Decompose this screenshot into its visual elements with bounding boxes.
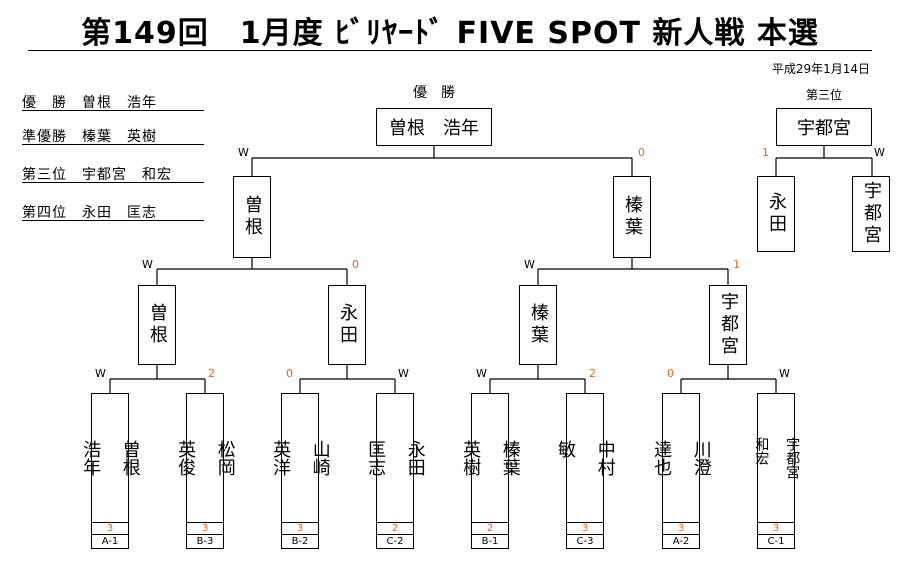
quarter-2-connector (299, 365, 396, 393)
quarter-4-right-score: W (779, 367, 790, 380)
quarter-1-right-score: 2 (208, 367, 215, 380)
third-place-name: 宇都宮 (797, 118, 851, 139)
quarter-3-name: 榛葉 (528, 303, 549, 347)
player-card: 榛葉 英樹 2 B-1 (460, 393, 521, 549)
player-rank: 2 (472, 522, 508, 535)
third-right-score: W (874, 146, 885, 159)
quarter-4-connector (680, 365, 777, 393)
semi-left-right-score: 0 (352, 258, 359, 271)
result-third-place: 第三位 宇都宮 和宏 (22, 164, 204, 183)
result-runner-up: 準優勝 榛葉 英樹 (22, 126, 204, 145)
final-right-score: 0 (638, 146, 645, 159)
champion-name: 曽根 浩年 (389, 118, 479, 139)
player-card: 中村 敏 3 C-3 (555, 393, 616, 549)
player-card: 松岡 英俊 3 B-3 (175, 393, 236, 549)
player-rank: 3 (282, 522, 318, 535)
quarter-2-right-score: W (398, 367, 409, 380)
player-rank: 2 (377, 522, 413, 535)
player-rank: 3 (758, 522, 794, 535)
final-heading: 優 勝 (413, 85, 455, 101)
semi-left-connector (156, 258, 348, 285)
third-right-box: 宇都宮 (852, 176, 890, 252)
player-seed: A-2 (663, 534, 699, 549)
quarter-3-right-score: 2 (589, 367, 596, 380)
third-left-box: 永田 (757, 176, 795, 252)
player-card: 宇都宮 和宏 3 C-1 (753, 393, 800, 549)
player-seed: C-3 (567, 534, 603, 549)
third-place-box: 宇都宮 (776, 108, 872, 146)
quarter-4-name: 宇都宮 (718, 292, 739, 358)
champion-box: 曽根 浩年 (376, 108, 492, 146)
player-name: 川澄 達也 (651, 440, 712, 476)
semi-left-left-score: W (142, 258, 153, 271)
result-fourth-place: 第四位 永田 匡志 (22, 202, 204, 221)
player-seed: B-3 (187, 534, 223, 549)
quarter-1-box: 曽根 (138, 285, 176, 365)
player-name: 松岡 英俊 (175, 440, 236, 476)
player-card: 永田 匡志 2 C-2 (365, 393, 426, 549)
player-seed: C-2 (377, 534, 413, 549)
semi-right-right-score: 1 (733, 258, 740, 271)
player-rank: 3 (187, 522, 223, 535)
quarter-3-box: 榛葉 (519, 285, 557, 365)
player-seed: B-2 (282, 534, 318, 549)
player-rank: 3 (567, 522, 603, 535)
semi-left-name: 曽根 (242, 195, 263, 239)
player-rank: 3 (663, 522, 699, 535)
player-name: 曽根 浩年 (80, 440, 141, 476)
final-connector (251, 146, 633, 176)
player-name: 山崎 英洋 (270, 440, 331, 476)
result-winner: 優 勝 曽根 浩年 (22, 92, 204, 111)
third-right-name: 宇都宮 (861, 181, 882, 247)
player-seed: B-1 (472, 534, 508, 549)
player-rank: 3 (92, 522, 128, 535)
semi-right-connector (537, 258, 729, 285)
final-left-score: W (238, 146, 249, 159)
player-card: 川澄 達也 3 A-2 (651, 393, 712, 549)
quarter-1-left-score: W (95, 367, 106, 380)
player-seed: C-1 (758, 534, 794, 549)
player-card: 曽根 浩年 3 A-1 (80, 393, 141, 549)
quarter-2-box: 永田 (328, 285, 366, 365)
title-underline (28, 50, 872, 51)
semi-right-box: 榛葉 (613, 176, 651, 258)
page-title: 第149回 1月度 ﾋﾞﾘﾔｰﾄﾞ FIVE SPOT 新人戦 本選 (81, 16, 819, 51)
player-name: 永田 匡志 (365, 440, 426, 476)
event-date: 平成29年1月14日 (771, 62, 870, 76)
player-name: 宇都宮 和宏 (753, 437, 801, 479)
player-name: 榛葉 英樹 (460, 440, 521, 476)
semi-right-left-score: W (524, 258, 535, 271)
quarter-3-left-score: W (476, 367, 487, 380)
quarter-4-left-score: 0 (667, 367, 674, 380)
quarter-2-name: 永田 (337, 303, 358, 347)
third-place-connector (775, 146, 873, 176)
third-left-score: 1 (762, 146, 769, 159)
semi-left-box: 曽根 (233, 176, 271, 258)
quarter-4-box: 宇都宮 (709, 285, 747, 365)
player-seed: A-1 (92, 534, 128, 549)
semi-right-name: 榛葉 (622, 195, 643, 239)
third-place-heading: 第三位 (805, 88, 842, 102)
quarter-2-left-score: 0 (286, 367, 293, 380)
third-left-name: 永田 (766, 192, 787, 236)
player-name: 中村 敏 (555, 440, 616, 476)
quarter-1-name: 曽根 (147, 303, 168, 347)
quarter-3-connector (489, 365, 586, 393)
player-card: 山崎 英洋 3 B-2 (270, 393, 331, 549)
quarter-1-connector (109, 365, 206, 393)
